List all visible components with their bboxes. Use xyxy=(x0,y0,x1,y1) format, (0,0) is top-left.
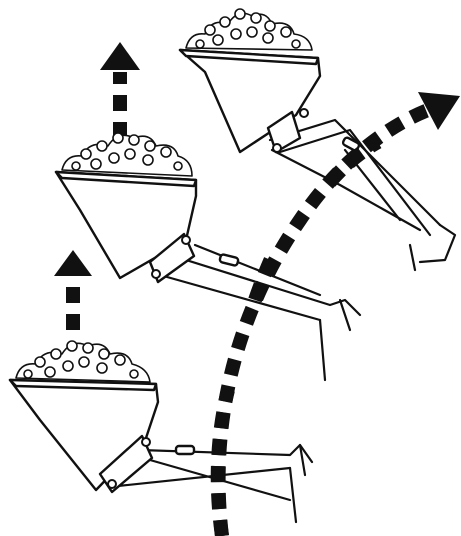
pivot-pin xyxy=(181,235,191,245)
pivot-pin xyxy=(299,108,309,118)
up-arrow-upper xyxy=(100,42,140,138)
loader-arm-mid xyxy=(158,243,362,382)
rock-load-high xyxy=(185,8,313,51)
rock-load-low xyxy=(15,340,151,383)
lift-path-arrow xyxy=(211,92,460,536)
pivot-pin xyxy=(151,269,161,279)
loader-arm-high xyxy=(268,118,457,272)
rock-load-mid xyxy=(61,132,193,177)
curved-arrow-head-icon xyxy=(418,92,460,130)
lift-path-front-segments xyxy=(210,135,382,536)
pivot-pin xyxy=(141,437,151,447)
up-arrow-lower xyxy=(54,250,92,330)
bucket-high xyxy=(178,8,457,272)
up-arrow-icon xyxy=(54,250,92,276)
bucket-mid xyxy=(54,132,362,382)
bucket-low xyxy=(8,340,314,524)
pivot-pin xyxy=(272,143,282,153)
pivot-pin xyxy=(107,479,117,489)
up-arrow-icon xyxy=(100,42,140,70)
